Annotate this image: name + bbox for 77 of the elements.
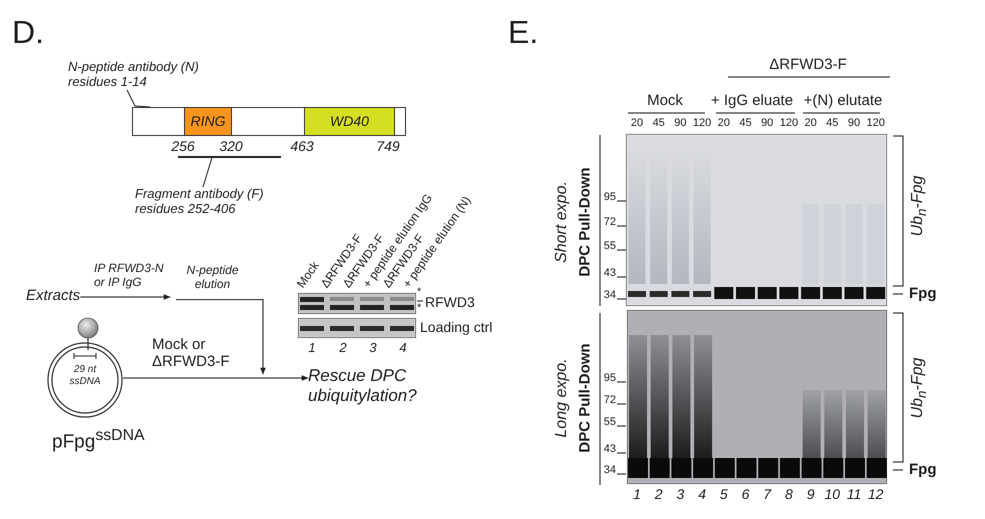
residue-number: 320: [219, 138, 243, 154]
arrow: [80, 294, 171, 300]
axis-title: Long expo.: [552, 358, 571, 438]
residue-number: 749: [376, 138, 400, 154]
lane-number: 4: [698, 486, 706, 502]
group-header: + IgG eluate: [710, 92, 794, 110]
band-label: Fpg: [909, 285, 936, 302]
group-header: +(N) elutate: [804, 92, 882, 110]
protein-domain-bar: [132, 107, 406, 136]
asterisk-mark: *: [417, 286, 422, 299]
plasmid-name: pFpg$^{ssDNA}$: [52, 427, 145, 454]
lane-number: 5: [720, 486, 728, 502]
lane-number: 3: [369, 341, 377, 356]
group-header: Mock: [647, 92, 683, 110]
residue-number: 463: [290, 138, 314, 154]
time-label: 20: [718, 117, 730, 130]
lane-number: 11: [846, 486, 862, 502]
time-label: 90: [674, 117, 687, 130]
step-text: Extracts: [26, 287, 80, 304]
arrow: [122, 375, 309, 381]
marker-label: 34: [604, 289, 616, 302]
lane-number: 1: [308, 341, 316, 356]
lane-number: 7: [763, 486, 772, 502]
lane-number: 1: [633, 486, 641, 502]
asterisk-mark: *: [417, 302, 422, 315]
axis-title: DPC Pull-Down: [576, 343, 594, 453]
time-label: 120: [692, 117, 712, 130]
time-label: 45: [652, 117, 665, 130]
time-label: 20: [630, 117, 644, 130]
lane-number: 8: [785, 486, 793, 502]
domain-box: RING: [184, 107, 232, 136]
time-label: 45: [739, 117, 752, 130]
time-label: 90: [761, 117, 774, 130]
edge-label: IP RFWD3-N or IP IgG: [94, 262, 165, 290]
band-label: Loading ctrl: [420, 319, 492, 336]
marker-label: 55: [604, 416, 616, 429]
lane-number: 3: [676, 486, 684, 502]
lane-number: 6: [742, 486, 750, 502]
marker-label: 43: [604, 267, 616, 280]
lane-number: 4: [399, 341, 407, 356]
axis-title: DPC Pull-Down: [576, 167, 594, 277]
step-text: N-peptide elution: [170, 264, 255, 300]
domain-box: WD40: [304, 107, 395, 136]
time-label: 120: [780, 117, 798, 130]
annotation-text: N-peptide antibody (N) residues 1-14: [68, 60, 220, 90]
axis-title: Short expo.: [552, 181, 571, 263]
plasmid-circle: [47, 342, 123, 418]
residue-number: 256: [171, 138, 195, 154]
result-text: Rescue DPC ubiquitylation?: [308, 366, 468, 406]
annotation-text: Fragment antibody (F) residues 252-406: [135, 187, 285, 217]
leader-line: [202, 157, 212, 188]
marker-label: 55: [604, 240, 616, 253]
marker-label: 34: [604, 464, 616, 477]
plasmid-label: 29 nt ssDNA: [68, 364, 102, 388]
lane-number: 9: [806, 486, 814, 502]
residue-range-line: [178, 156, 281, 158]
time-label: 120: [866, 117, 885, 130]
band-label: Fpg: [909, 461, 936, 478]
lane-number: 2: [654, 486, 663, 502]
marker-label: 95: [604, 372, 616, 385]
time-label: 20: [804, 117, 817, 130]
leader-line: [126, 89, 150, 108]
marker-label: 95: [604, 191, 616, 204]
band-label: RFWD3: [425, 294, 475, 310]
lane-number: 12: [868, 486, 884, 502]
marker-label: 43: [604, 443, 616, 456]
arrow: [176, 299, 266, 375]
panel-letter: D.: [12, 14, 44, 51]
panel-letter: E.: [508, 14, 538, 51]
lane-number: 2: [339, 341, 347, 356]
marker-label: 72: [604, 216, 616, 229]
lane-number: 10: [824, 486, 840, 502]
time-label: 45: [826, 117, 838, 130]
marker-label: 72: [604, 394, 616, 407]
group-header: ΔRFWD3-F: [769, 56, 847, 74]
edge-label: Mock or ΔRFWD3-F: [152, 336, 231, 370]
time-label: 90: [848, 117, 860, 130]
